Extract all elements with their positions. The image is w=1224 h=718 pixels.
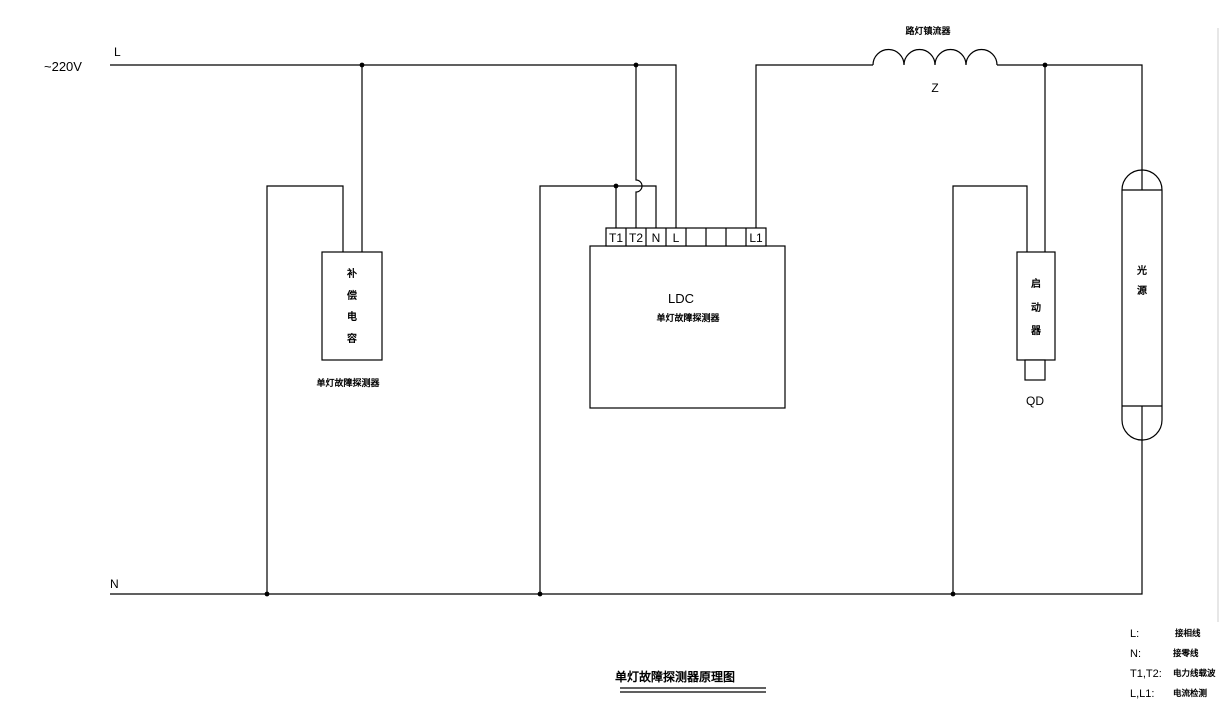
starter-label-char: 器: [1030, 325, 1042, 337]
neutral-line-label: N: [110, 577, 119, 591]
capacitor-label-char: 电: [347, 310, 357, 323]
starter-neutral-wire: [952, 185, 1028, 594]
ballast-symbol: Z: [931, 81, 938, 95]
lamp-label-char: 源: [1137, 284, 1147, 297]
lamp-tube-outline: [1121, 169, 1163, 441]
carrier-t2-wire: [635, 65, 643, 228]
lamp-label-char: 光: [1136, 264, 1147, 277]
legend-desc: 电力线载波: [1173, 668, 1216, 679]
compensation-capacitor: 补 偿 电 容: [321, 251, 383, 361]
legend: L: 接相线 N: 接零线 T1,T2: 电力线载波 L,L1: 电流检测: [1130, 628, 1216, 700]
l1-to-ballast-wire: [755, 64, 873, 228]
starter-label-char: 启: [1031, 277, 1041, 290]
legend-key: L:: [1130, 628, 1139, 640]
legend-key: N:: [1130, 648, 1141, 660]
junction-dot: [613, 183, 619, 189]
junction-dot: [537, 591, 543, 597]
legend-key: L,L1:: [1130, 688, 1154, 700]
detector-box: [589, 245, 786, 409]
phase-line-label: L: [114, 45, 121, 59]
lamp-tube: 光 源: [1121, 169, 1163, 441]
diagram-title: 单灯故障探测器原理图: [615, 669, 735, 684]
junction-dot: [1042, 62, 1048, 68]
capacitor-neutral-wire: [266, 185, 344, 594]
ballast-to-lamp-wire: [997, 64, 1143, 190]
ballast-title: 路灯镇流器: [905, 25, 951, 37]
starter-label-char: 动: [1031, 301, 1041, 314]
starter: 启 动 器: [1016, 251, 1056, 381]
junction-dot: [359, 62, 365, 68]
ldc-detector: T1 T2 N L L1 LDC 单灯故障探测器: [589, 227, 786, 409]
junction-dot: [633, 62, 639, 68]
legend-desc: 接相线: [1175, 628, 1201, 639]
capacitor-label-char: 补: [346, 267, 357, 280]
starter-code: QD: [1026, 394, 1044, 408]
neutral-main-wire: [110, 406, 1143, 595]
capacitor-caption: 单灯故障探测器: [316, 377, 380, 389]
neutral-n-terminal-wire: [539, 185, 657, 594]
junction-dot: [950, 591, 956, 597]
terminal-l1-label: L1: [749, 231, 763, 245]
capacitor-label-char: 容: [346, 332, 357, 345]
starter-box: [1016, 251, 1056, 361]
legend-key: T1,T2:: [1130, 668, 1162, 680]
legend-desc: 电流检测: [1173, 688, 1208, 699]
terminal-l-label: L: [673, 231, 680, 245]
capacitor-label-char: 偿: [347, 289, 357, 302]
detector-code: LDC: [668, 291, 694, 306]
legend-desc: 接零线: [1173, 648, 1199, 659]
capacitor-box: [321, 251, 383, 361]
junction-dot: [264, 591, 270, 597]
terminal-n-label: N: [652, 231, 661, 245]
starter-pin: [1024, 359, 1046, 381]
detector-name: 单灯故障探测器: [656, 312, 720, 324]
supply-voltage-label: ~220V: [44, 59, 82, 74]
terminal-t1-label: T1: [609, 231, 623, 245]
terminal-t2-label: T2: [629, 231, 643, 245]
phase-main-wire: [110, 64, 677, 228]
ballast-inductor: [872, 48, 998, 66]
